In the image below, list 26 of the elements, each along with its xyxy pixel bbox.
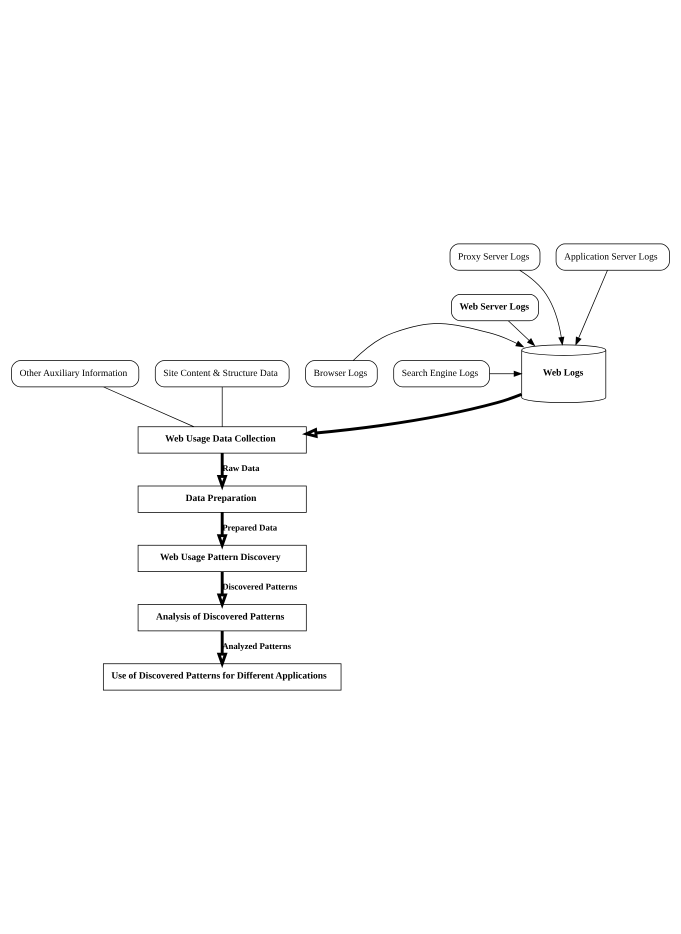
edge-label: Prepared Data <box>222 522 278 532</box>
node-box: Use of Discovered Patterns for Different Applications <box>102 663 342 690</box>
connector <box>103 386 194 428</box>
arrow <box>216 572 228 609</box>
arrow <box>575 270 608 346</box>
arrow <box>489 370 523 377</box>
arrow <box>216 453 228 490</box>
connector <box>222 386 223 428</box>
node-box: Data Preparation <box>138 486 307 513</box>
node-box: Proxy Server Logs <box>450 244 540 271</box>
node-box: Other Auxiliary Information <box>11 360 140 388</box>
arrow <box>508 320 536 346</box>
arrow <box>216 512 228 550</box>
node-box: Web Server Logs <box>451 294 539 322</box>
arrow <box>353 323 524 361</box>
node-box: Analysis of Discovered Patterns <box>138 604 307 632</box>
node-box: Web Usage Pattern Discovery <box>138 544 307 572</box>
arrow <box>302 393 522 438</box>
node-box: Search Engine Logs <box>393 360 490 388</box>
edge-label: Discovered Patterns <box>222 582 298 592</box>
node-box: Web Usage Data Collection <box>138 426 307 454</box>
node-box: Browser Logs <box>305 360 378 388</box>
node-box: Application Server Logs <box>556 244 670 271</box>
arrow <box>519 270 564 346</box>
node-box: Site Content & Structure Data <box>154 360 290 388</box>
arrow <box>216 630 228 668</box>
